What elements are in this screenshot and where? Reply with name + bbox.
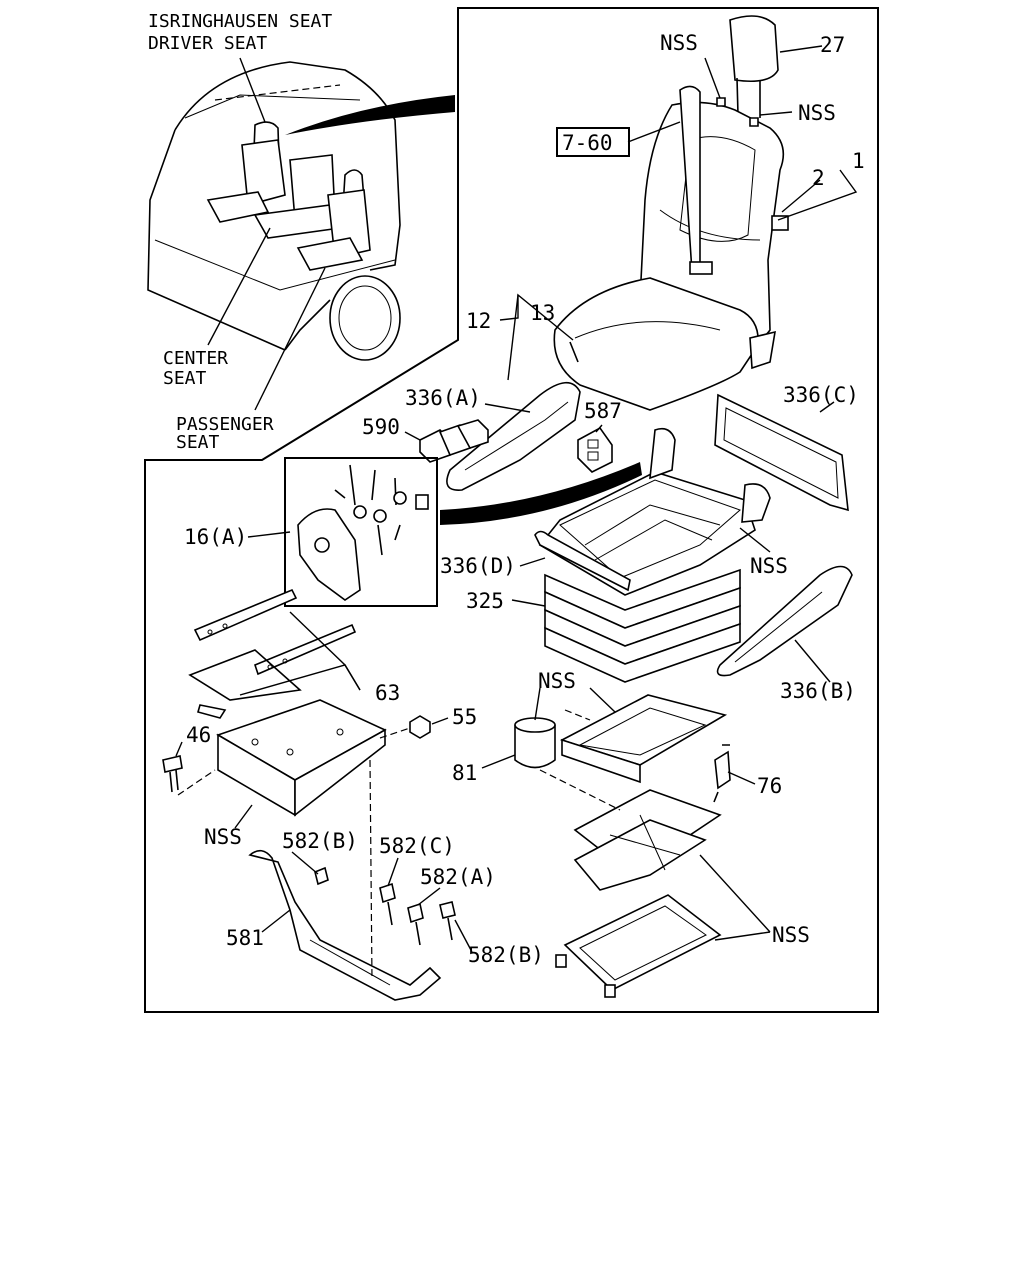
callout-labels: NSS 27 NSS 7-60 2 1 12 13 336(A) 336(C) …	[184, 31, 865, 967]
callout-2: 2	[812, 166, 825, 190]
diagram-frame	[144, 7, 879, 1013]
bottom-plate	[555, 894, 722, 998]
callout-1: 1	[852, 149, 865, 173]
callout-325: 325	[466, 589, 504, 613]
scissor-mechanism	[573, 789, 722, 891]
callout-16a: 16(A)	[184, 525, 247, 549]
seat-frame-and-bellows	[534, 427, 771, 683]
callout-leaders	[175, 45, 858, 953]
callout-nss-frame: NSS	[750, 554, 788, 578]
passenger-seat-label-line1: PASSENGER	[176, 414, 274, 435]
center-seat-label-line1: CENTER	[163, 348, 228, 369]
callout-582b-bottom: 582(B)	[468, 943, 544, 967]
knobs-590	[419, 419, 489, 463]
detail-pointer-wedge	[440, 462, 642, 525]
bolt-46	[162, 755, 183, 793]
center-seat-label-line2: SEAT	[163, 368, 207, 389]
side-cover-336b	[716, 565, 853, 677]
callout-nss-scissor: NSS	[772, 923, 810, 947]
passenger-seat-label-line2: SEAT	[176, 432, 220, 453]
callout-nss-headrest: NSS	[660, 31, 698, 55]
upper-plate	[559, 694, 728, 784]
callout-13: 13	[530, 301, 555, 325]
ref-7-60-box	[556, 127, 630, 157]
assembly-dash-lines	[177, 709, 621, 981]
base-plate	[216, 699, 387, 817]
air-spring-81	[514, 717, 556, 769]
callout-590: 590	[362, 415, 400, 439]
seat-back-assembly	[553, 15, 789, 411]
callout-nss-plate: NSS	[204, 825, 242, 849]
bracket-581	[248, 849, 442, 1001]
nut-55	[409, 715, 431, 739]
callout-7-60: 7-60	[562, 131, 613, 155]
callout-336d: 336(D)	[440, 554, 516, 578]
callout-336b: 336(B)	[780, 679, 856, 703]
cab-inset-drawing	[147, 61, 401, 361]
inset-title-line2: DRIVER SEAT	[148, 33, 267, 54]
callout-336c: 336(C)	[783, 383, 859, 407]
callout-12: 12	[466, 309, 491, 333]
side-cover-336a	[446, 381, 581, 491]
callout-27: 27	[820, 33, 845, 57]
callout-63: 63	[375, 681, 400, 705]
shock-absorber-76	[713, 744, 731, 803]
callout-76: 76	[757, 774, 782, 798]
callout-582b-top: 582(B)	[282, 829, 358, 853]
callout-nss-back: NSS	[798, 101, 836, 125]
callout-336a: 336(A)	[405, 386, 481, 410]
callout-55: 55	[452, 705, 477, 729]
inset-labels: ISRINGHAUSEN SEAT DRIVER SEAT CENTER SEA…	[148, 11, 332, 453]
callout-582a: 582(A)	[420, 865, 496, 889]
recliner-mechanism-16a	[297, 464, 429, 601]
switch-587	[577, 426, 613, 473]
back-cover-336c	[714, 393, 849, 512]
callout-587: 587	[584, 399, 622, 423]
inset-title-line1: ISRINGHAUSEN SEAT	[148, 11, 332, 32]
callout-81: 81	[452, 761, 477, 785]
callout-nss-base: NSS	[538, 669, 576, 693]
callout-582c: 582(C)	[379, 834, 455, 858]
bolts-582	[314, 866, 456, 946]
inset-leaders	[207, 57, 326, 411]
callout-581: 581	[226, 926, 264, 950]
inset-pointer-wedge	[285, 95, 455, 135]
slide-rails-63	[188, 588, 357, 719]
callout-46: 46	[186, 723, 211, 747]
